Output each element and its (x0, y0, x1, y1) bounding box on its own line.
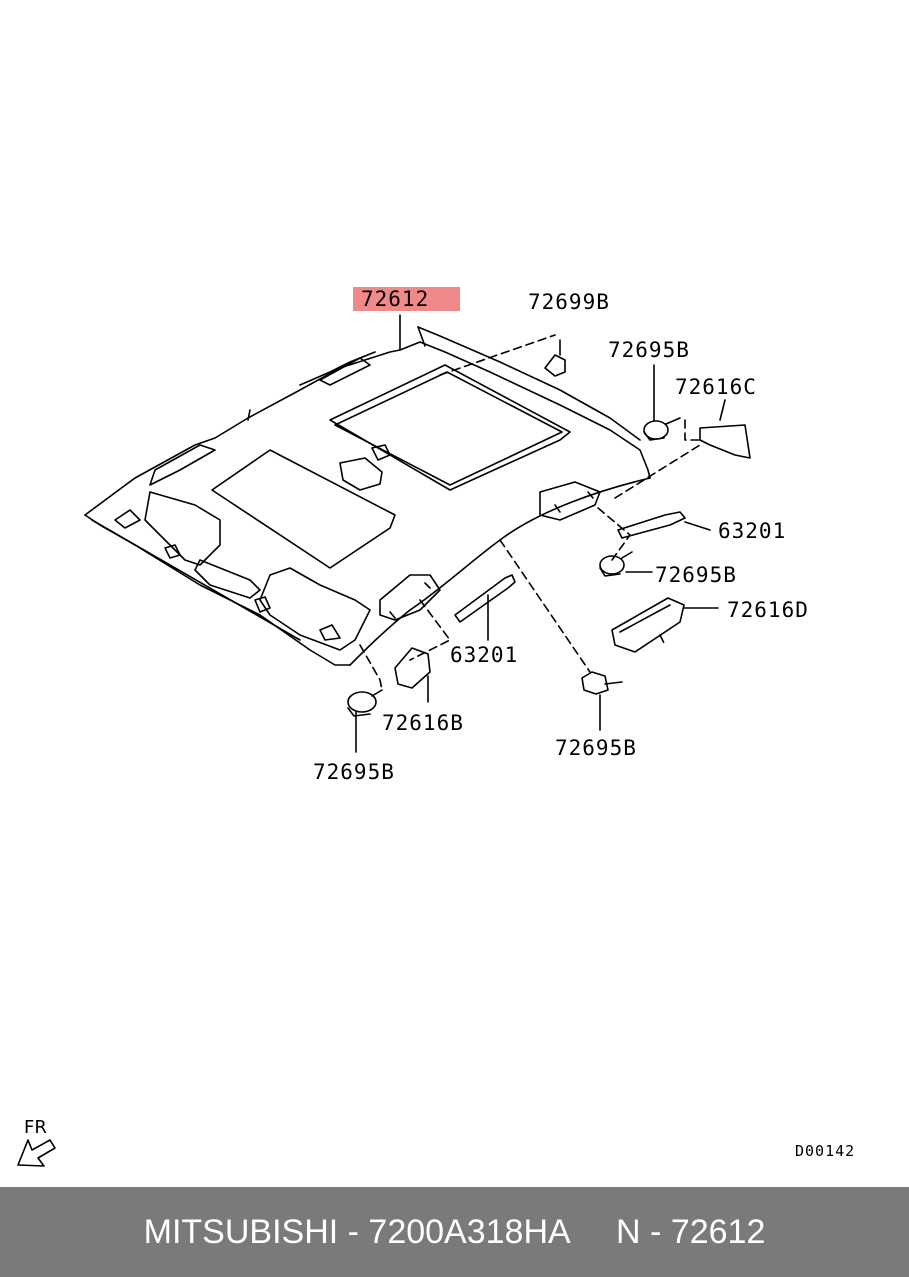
callout-72695B-left: 72695B (313, 760, 395, 784)
holder-72616B (394, 647, 431, 703)
holder-72616C (699, 399, 751, 459)
fastener-72695B-upper-right (643, 364, 681, 441)
part-info-footer: MITSUBISHI - 7200A318HA N - 72612 (0, 1187, 909, 1277)
fastener-72695B-middle (599, 551, 653, 577)
callout-72695B-lower-right: 72695B (555, 736, 637, 760)
callout-72616D: 72616D (727, 598, 809, 622)
diagram-reference-code: D00142 (795, 1142, 856, 1160)
callout-63201-right: 63201 (718, 519, 787, 543)
grip-rod-63201-right (617, 511, 711, 539)
headliner-exploded-diagram (17, 314, 751, 1167)
callout-72616C: 72616C (675, 375, 757, 399)
callout-72695B-upper: 72695B (608, 338, 690, 362)
clip-72699B (544, 339, 566, 377)
callout-72699B: 72699B (528, 290, 610, 314)
callout-72612-highlighted: 72612 (353, 287, 460, 311)
callout-63201-left: 63201 (450, 643, 519, 667)
fastener-72695B-left (347, 689, 383, 753)
callout-72695B-middle: 72695B (655, 563, 737, 587)
part-info-text: MITSUBISHI - 7200A318HA N - 72612 (143, 1212, 766, 1251)
dashed-reference-lines (359, 334, 701, 691)
front-direction-label: FR (24, 1117, 47, 1138)
holder-72616D (611, 597, 719, 653)
headliner-panel (84, 326, 651, 666)
fastener-72695B-lower-right (581, 671, 623, 731)
front-direction-arrow-icon (17, 1139, 56, 1167)
callout-72616B: 72616B (382, 711, 464, 735)
grip-rod-63201-left (454, 574, 516, 641)
